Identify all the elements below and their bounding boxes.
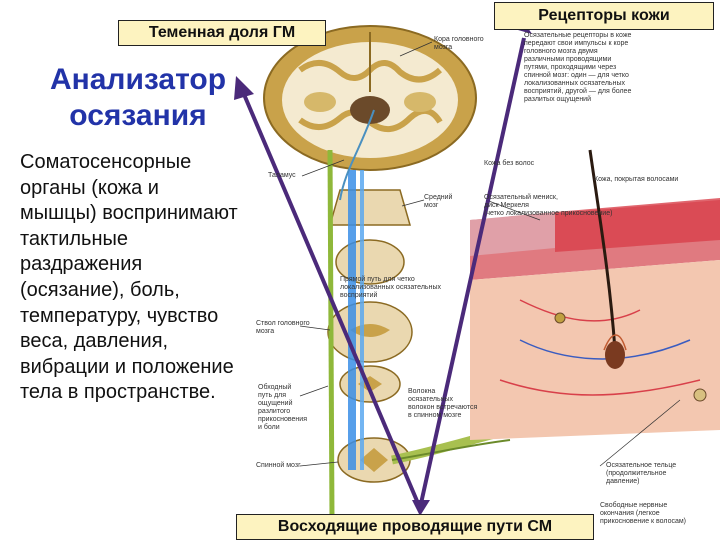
annotation-pacinian: Осязательное тельце (продолжительное дав… (606, 462, 677, 485)
pathway-blue (348, 170, 364, 470)
skin-block (470, 149, 720, 440)
ascending-pathways-label: Восходящие проводящие пути СМ (236, 514, 594, 540)
brainstem-section (327, 301, 413, 363)
annotation-free-endings: Свободные нервные окончания (легкое прик… (600, 502, 687, 525)
annotation-bypass-path: Обходный путь для ощущений разлитого при… (258, 384, 307, 431)
leader-lines (299, 41, 681, 467)
brain-section (263, 25, 477, 171)
annotation-midbrain: Средний мозг (424, 194, 453, 209)
annotation-cortex: Кора головного мозга (434, 36, 484, 51)
annotation-decussation: Волокна осязательных волокон встречаются… (408, 388, 478, 419)
pathway-green (327, 109, 375, 521)
description-text: Соматосенсорные органы (кожа и мышцы) во… (20, 151, 238, 404)
pointer-arrows (241, 37, 526, 509)
page-title: Анализатор осязания (49, 63, 227, 132)
annotation-hairless-skin: Кожа без волос (484, 160, 535, 167)
skin-receptors-label: Рецепторы кожи (494, 2, 714, 30)
arrowhead-to-brain (234, 76, 254, 100)
annotation-receptors-note: Осязательные рецепторы в коже передают с… (524, 32, 632, 103)
annotation-hairy-skin: Кожа, покрытая волосами (594, 176, 679, 183)
arrowhead-to-pathways (412, 500, 430, 516)
annotation-spinal-cord: Спинной мозг (256, 462, 301, 469)
annotation-direct-path: Прямой путь для четко локализованных ося… (340, 276, 441, 299)
annotation-thalamus: Таламус (268, 172, 296, 179)
parietal-lobe-label: Теменная доля ГМ (118, 20, 326, 46)
annotation-brainstem: Ствол головного мозга (256, 320, 310, 335)
midbrain-section (329, 189, 411, 226)
annotation-meissner: Осязательный мениск, диск Меркеля (четко… (484, 194, 613, 217)
